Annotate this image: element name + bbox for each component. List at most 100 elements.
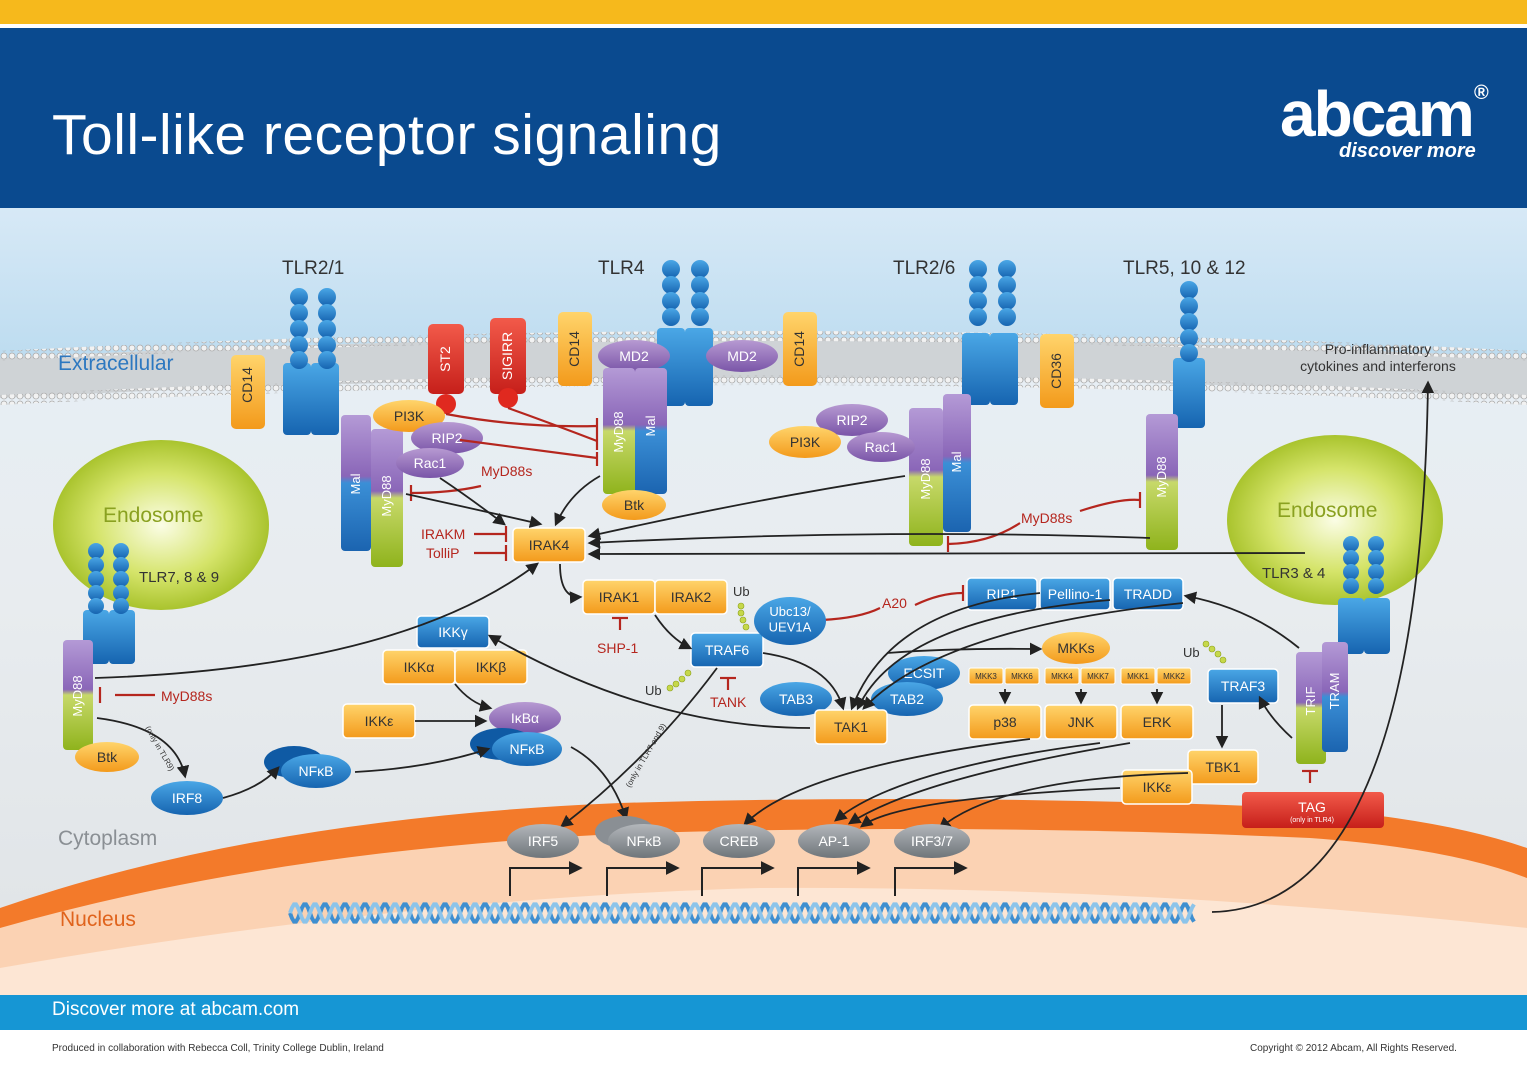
svg-text:TAB2: TAB2 <box>890 691 924 707</box>
nucleus-label: Nucleus <box>60 908 136 931</box>
top-accent-bar <box>0 0 1527 24</box>
tlr34-receptor <box>1338 536 1390 654</box>
svg-text:NFκB: NFκB <box>627 833 662 849</box>
btk-a: Btk <box>602 490 666 520</box>
pi3k-a: PI3K <box>373 400 445 432</box>
irf37: IRF3/7 <box>894 824 970 858</box>
tlr51012-receptor <box>1173 281 1205 428</box>
svg-text:MyD88: MyD88 <box>1154 456 1169 497</box>
footer-copyright: Copyright © 2012 Abcam, All Rights Reser… <box>1250 1043 1457 1054</box>
ecsit: ECSIT <box>888 656 960 690</box>
tank-label: TANK <box>710 694 747 710</box>
erk: ERK <box>1120 704 1194 740</box>
dna-helix <box>288 902 1196 924</box>
ubc13: Ubc13/UEV1A <box>754 597 826 645</box>
tlr34-label: TLR3 & 4 <box>1262 565 1325 582</box>
svg-text:IRAK2: IRAK2 <box>671 589 712 605</box>
svg-text:Mal: Mal <box>949 451 964 472</box>
rip2-a: RIP2 <box>411 422 483 454</box>
membrane-outer-dots <box>0 331 1527 361</box>
endosome-right-label: Endosome <box>1277 499 1377 522</box>
svg-text:NFκB: NFκB <box>510 741 545 757</box>
myd88s-b: MyD88s <box>1021 510 1072 526</box>
svg-text:TRAF6: TRAF6 <box>705 642 750 658</box>
footer-credit: Produced in collaboration with Rebecca C… <box>52 1043 384 1054</box>
irak2: IRAK2 <box>654 579 728 615</box>
svg-text:Btk: Btk <box>624 497 645 513</box>
svg-text:CD36: CD36 <box>1048 353 1064 389</box>
mal-c: Mal <box>943 394 971 532</box>
svg-text:Btk: Btk <box>97 749 118 765</box>
svg-text:Rac1: Rac1 <box>414 455 447 471</box>
tollip-label: TolliP <box>426 545 459 561</box>
svg-text:SIGIRR: SIGIRR <box>499 332 515 380</box>
ikba: IκBα <box>489 702 561 734</box>
myd88-e: MyD88 <box>63 640 93 750</box>
irf8: IRF8 <box>151 781 223 815</box>
svg-text:IKKβ: IKKβ <box>476 659 507 675</box>
svg-text:TRADD: TRADD <box>1124 586 1172 602</box>
svg-text:CD14: CD14 <box>239 367 255 403</box>
footer-discover-link[interactable]: Discover more at abcam.com <box>52 999 299 1021</box>
svg-text:(only in TLR4): (only in TLR4) <box>1290 817 1334 824</box>
ub-label-b: Ub <box>645 683 662 698</box>
irak1: IRAK1 <box>582 579 656 615</box>
ikkb: IKKβ <box>454 649 528 685</box>
svg-text:IRF5: IRF5 <box>528 833 559 849</box>
mal-a: Mal <box>341 415 371 551</box>
rip2-b: RIP2 <box>816 404 888 436</box>
myd88-c: MyD88 <box>909 408 943 546</box>
svg-text:IRAK1: IRAK1 <box>599 589 640 605</box>
footer-discover-text: Discover more <box>52 999 175 1020</box>
tram: TRAM <box>1322 642 1348 752</box>
svg-text:TRAF3: TRAF3 <box>1221 678 1266 694</box>
svg-text:Ubc13/UEV1A: Ubc13/UEV1A <box>769 604 812 635</box>
membrane-inner-dots <box>0 375 1527 405</box>
logo-registered-mark: ® <box>1474 82 1489 104</box>
svg-text:ST2: ST2 <box>437 346 453 372</box>
tlr51012-label: TLR5, 10 & 12 <box>1123 258 1246 279</box>
tbk1: TBK1 <box>1187 749 1259 785</box>
svg-text:AP-1: AP-1 <box>818 833 849 849</box>
md2-a: MD2 <box>598 340 670 372</box>
svg-text:TAB3: TAB3 <box>779 691 813 707</box>
tlr-pathway-diagram: Extracellular Cytoplasm Nucleus Endosome… <box>0 208 1527 995</box>
svg-text:TRIF: TRIF <box>1303 687 1318 716</box>
svg-text:MyD88: MyD88 <box>918 458 933 499</box>
svg-text:CD14: CD14 <box>566 331 582 367</box>
svg-text:CD14: CD14 <box>791 331 807 367</box>
tlr26-label: TLR2/6 <box>893 258 955 279</box>
svg-text:JNK: JNK <box>1068 714 1095 730</box>
tlr789-label: TLR7, 8 & 9 <box>139 569 219 586</box>
tlr4-label: TLR4 <box>598 258 645 279</box>
mkk-boxes: MKK3 MKK6 MKK4 MKK7 MKK1 MKK2 <box>968 667 1192 685</box>
svg-text:ECSIT: ECSIT <box>903 665 945 681</box>
svg-text:TAG: TAG <box>1298 799 1326 815</box>
p38: p38 <box>968 704 1042 740</box>
tlr21-receptor <box>283 288 339 435</box>
svg-text:IKKε: IKKε <box>365 713 394 729</box>
tag: TAG (only in TLR4) <box>1242 792 1384 828</box>
ub-chains <box>666 602 1227 692</box>
svg-text:RIP2: RIP2 <box>431 430 462 446</box>
svg-text:IκBα: IκBα <box>511 710 539 726</box>
creb: CREB <box>703 824 775 858</box>
svg-text:TAK1: TAK1 <box>834 719 868 735</box>
svg-text:PI3K: PI3K <box>394 408 425 424</box>
endosome-left-label: Endosome <box>103 504 203 527</box>
svg-text:MKK7: MKK7 <box>1087 672 1109 681</box>
a20-label: A20 <box>882 595 907 611</box>
cytoplasm-label: Cytoplasm <box>58 827 157 850</box>
svg-text:MKK3: MKK3 <box>975 672 997 681</box>
svg-text:IRAK4: IRAK4 <box>529 537 570 553</box>
extracellular-bg <box>0 208 1527 358</box>
nfkb-n: NFκB <box>595 816 680 858</box>
svg-text:MyD88: MyD88 <box>70 675 85 716</box>
extracellular-label: Extracellular <box>58 352 174 375</box>
irak4: IRAK4 <box>512 527 586 563</box>
tab2: TAB2 <box>871 682 943 716</box>
mal-b: Mal <box>635 368 667 494</box>
rac1-b: Rac1 <box>847 432 915 462</box>
cd14-a: CD14 <box>231 355 265 429</box>
myd88-a: MyD88 <box>371 429 403 567</box>
